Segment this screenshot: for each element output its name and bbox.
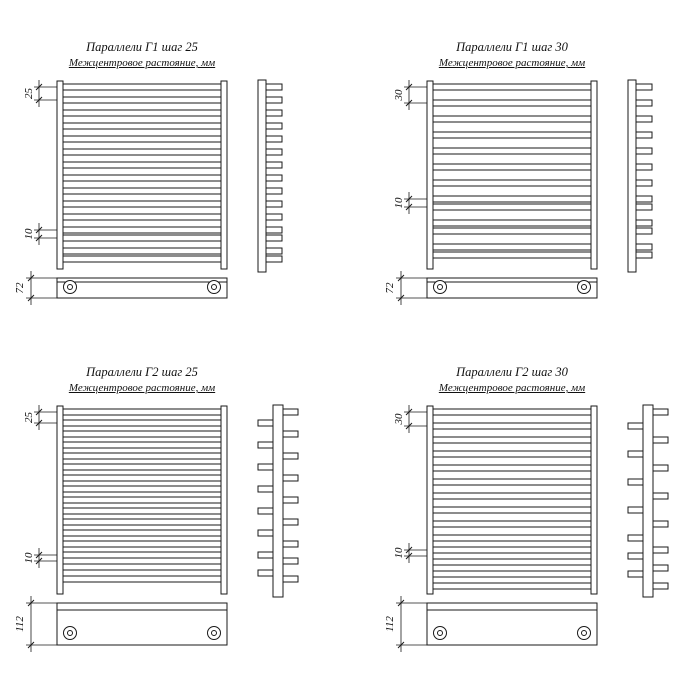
radiator-drawing: 25 10 72 [15, 79, 283, 305]
side-view [627, 404, 669, 598]
dim-small-label: 10 [23, 228, 35, 240]
dimensions [26, 405, 57, 652]
panel-subtitle: Межцентровое растояние, мм [68, 382, 216, 394]
dim-step-label: 25 [23, 88, 35, 100]
dim-step-label: 25 [23, 412, 35, 424]
dim-depth-label: 72 [15, 282, 26, 294]
bottom-view [56, 602, 228, 646]
panel-title: Параллели Г2 шаг 25 [86, 365, 198, 379]
dim-small-label: 10 [393, 197, 405, 209]
dimensions [396, 80, 427, 305]
panel-g1-step25: Параллели Г1 шаг 25 Межцентровое растоян… [15, 38, 315, 360]
panel-subtitle: Межцентровое растояние, мм [438, 382, 586, 394]
dimensions [396, 405, 427, 652]
panel-title: Параллели Г2 шаг 30 [456, 365, 568, 379]
radiator-drawing: 30 10 72 [385, 79, 653, 305]
dimensions [26, 80, 57, 305]
dim-depth-label: 112 [15, 616, 26, 632]
side-view [627, 79, 653, 273]
panel-subtitle: Межцентровое растояние, мм [68, 57, 216, 69]
radiator-drawing: 30 10 112 [385, 404, 669, 652]
front-view [56, 80, 228, 270]
panel-g1-step30: Параллели Г1 шаг 30 Межцентровое растоян… [385, 38, 685, 360]
front-view [426, 80, 598, 270]
front-view [56, 405, 228, 595]
panel-title: Параллели Г1 шаг 25 [86, 40, 198, 54]
dim-step-label: 30 [393, 89, 405, 102]
panel-subtitle: Межцентровое растояние, мм [438, 57, 586, 69]
panel-g2-step25: Параллели Г2 шаг 25 Межцентровое растоян… [15, 363, 315, 685]
bottom-view [426, 277, 598, 299]
front-view [426, 405, 598, 595]
radiator-drawing: 25 10 112 [15, 404, 299, 652]
side-view [257, 79, 283, 273]
panel-title: Параллели Г1 шаг 30 [456, 40, 568, 54]
dim-small-label: 10 [23, 552, 35, 564]
dim-step-label: 30 [393, 413, 405, 426]
dim-small-label: 10 [393, 547, 405, 559]
dim-depth-label: 112 [385, 616, 396, 632]
bottom-view [56, 277, 228, 299]
panel-g2-step30: Параллели Г2 шаг 30 Межцентровое растоян… [385, 363, 685, 685]
dim-depth-label: 72 [385, 282, 396, 294]
bottom-view [426, 602, 598, 646]
side-view [257, 404, 299, 598]
